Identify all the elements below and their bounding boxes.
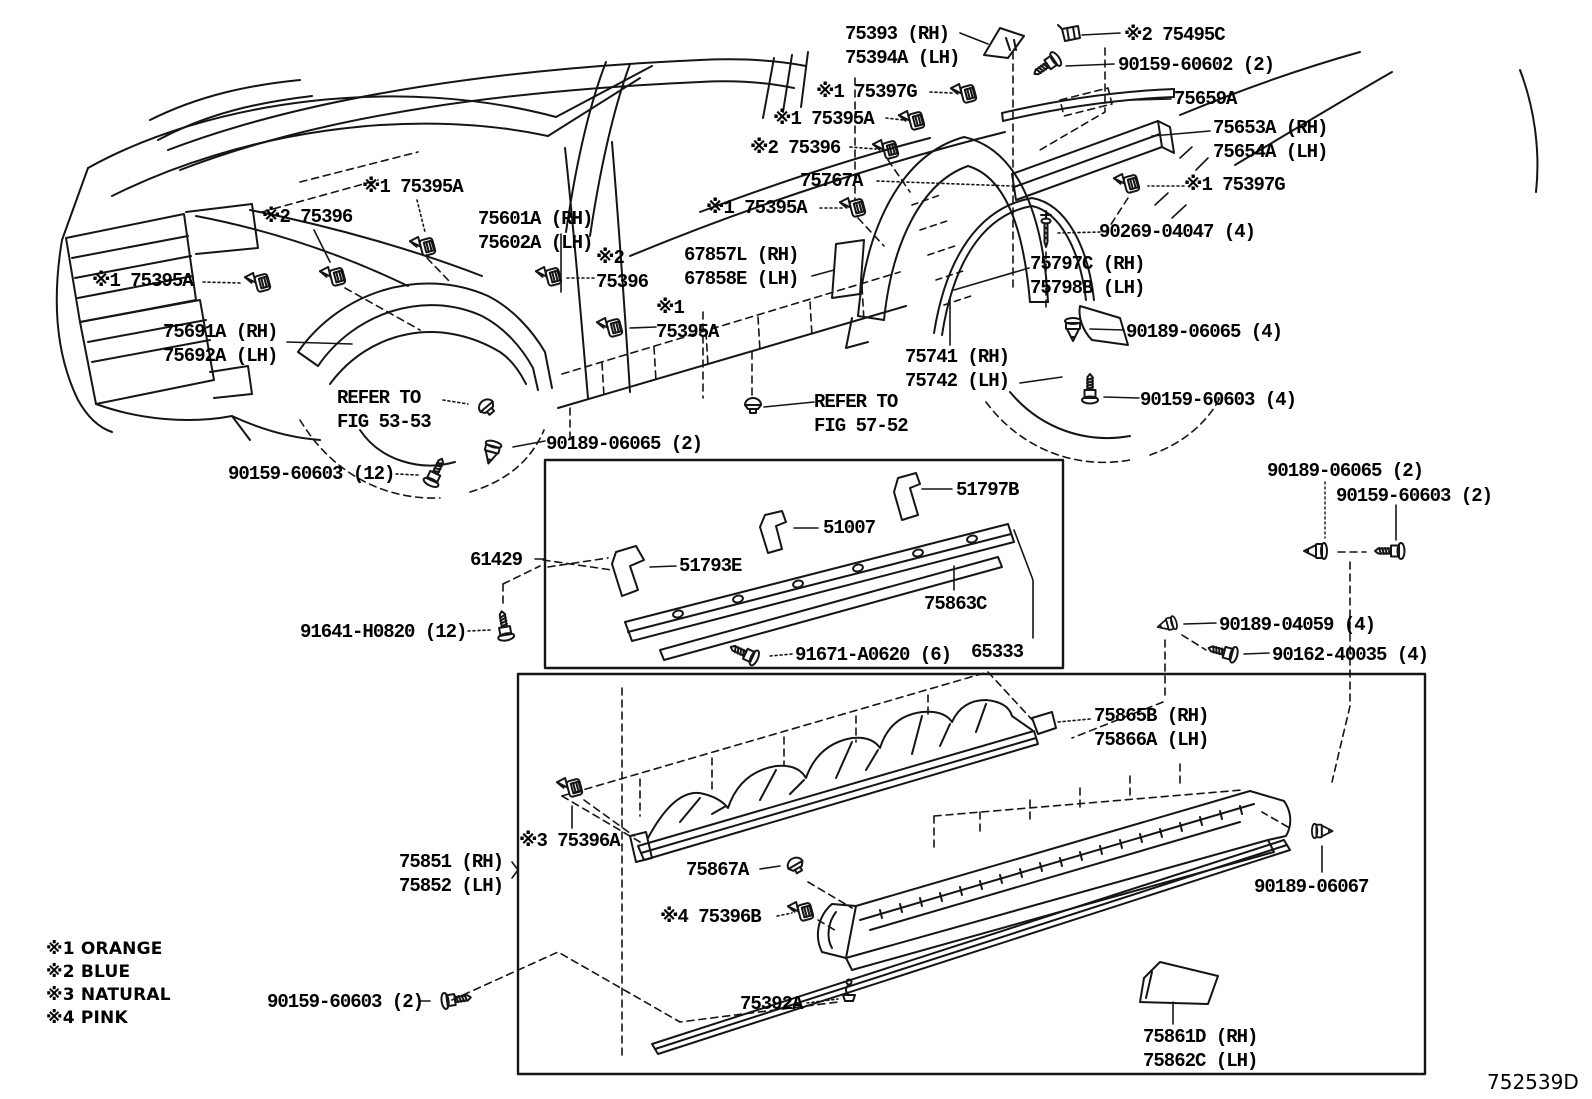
screw-icon — [726, 638, 762, 668]
pushpin-icon — [1154, 614, 1179, 635]
grommet-icon — [784, 853, 808, 877]
pushpin-icon — [1303, 542, 1328, 560]
pushpin-icon — [1311, 822, 1334, 840]
clip-icon — [595, 313, 624, 341]
clip-icon — [786, 897, 815, 925]
screw-icon — [1374, 542, 1406, 560]
rocker-moulding-box — [516, 672, 1427, 1076]
grommet-icon — [475, 395, 499, 420]
grommet-icon — [744, 397, 762, 414]
spring-nut-icon — [1057, 24, 1081, 42]
clip-icon — [555, 773, 584, 801]
clip-icon — [243, 268, 272, 296]
color-code-legend: ※1 ORANGE ※2 BLUE ※3 NATURAL ※4 PINK — [46, 938, 171, 1030]
corner-piece-75393 — [983, 27, 1025, 59]
rear-quarter-sketch — [557, 51, 1539, 464]
clip-icon — [838, 193, 867, 221]
clip-icon — [1112, 169, 1141, 197]
clip-icon — [949, 79, 978, 107]
front-vehicle-sketch — [55, 58, 807, 499]
pushpin-icon — [479, 438, 504, 467]
clip-icon — [534, 262, 563, 290]
pushpin-icon — [1064, 317, 1082, 342]
screw-icon — [421, 454, 451, 490]
clip-icon — [318, 262, 347, 290]
legend-2: ※2 BLUE — [46, 962, 131, 982]
hidden-lines — [261, 47, 1367, 1057]
legend-1: ※1 ORANGE — [46, 939, 163, 959]
screw-icon — [1028, 49, 1065, 82]
legend-4: ※4 PINK — [46, 1008, 128, 1028]
rocker-reinforcement-box — [543, 458, 1065, 670]
legend-3: ※3 NATURAL — [46, 985, 171, 1005]
leader-lines — [202, 32, 1397, 1025]
fasteners — [243, 24, 1406, 1011]
screw-icon — [1081, 373, 1099, 405]
screw-icon — [492, 608, 516, 643]
long-screw-icon — [1040, 210, 1052, 248]
clip-icon — [408, 232, 437, 260]
screw-icon — [1205, 639, 1241, 665]
diagram-code: 752539D — [1487, 1070, 1579, 1094]
